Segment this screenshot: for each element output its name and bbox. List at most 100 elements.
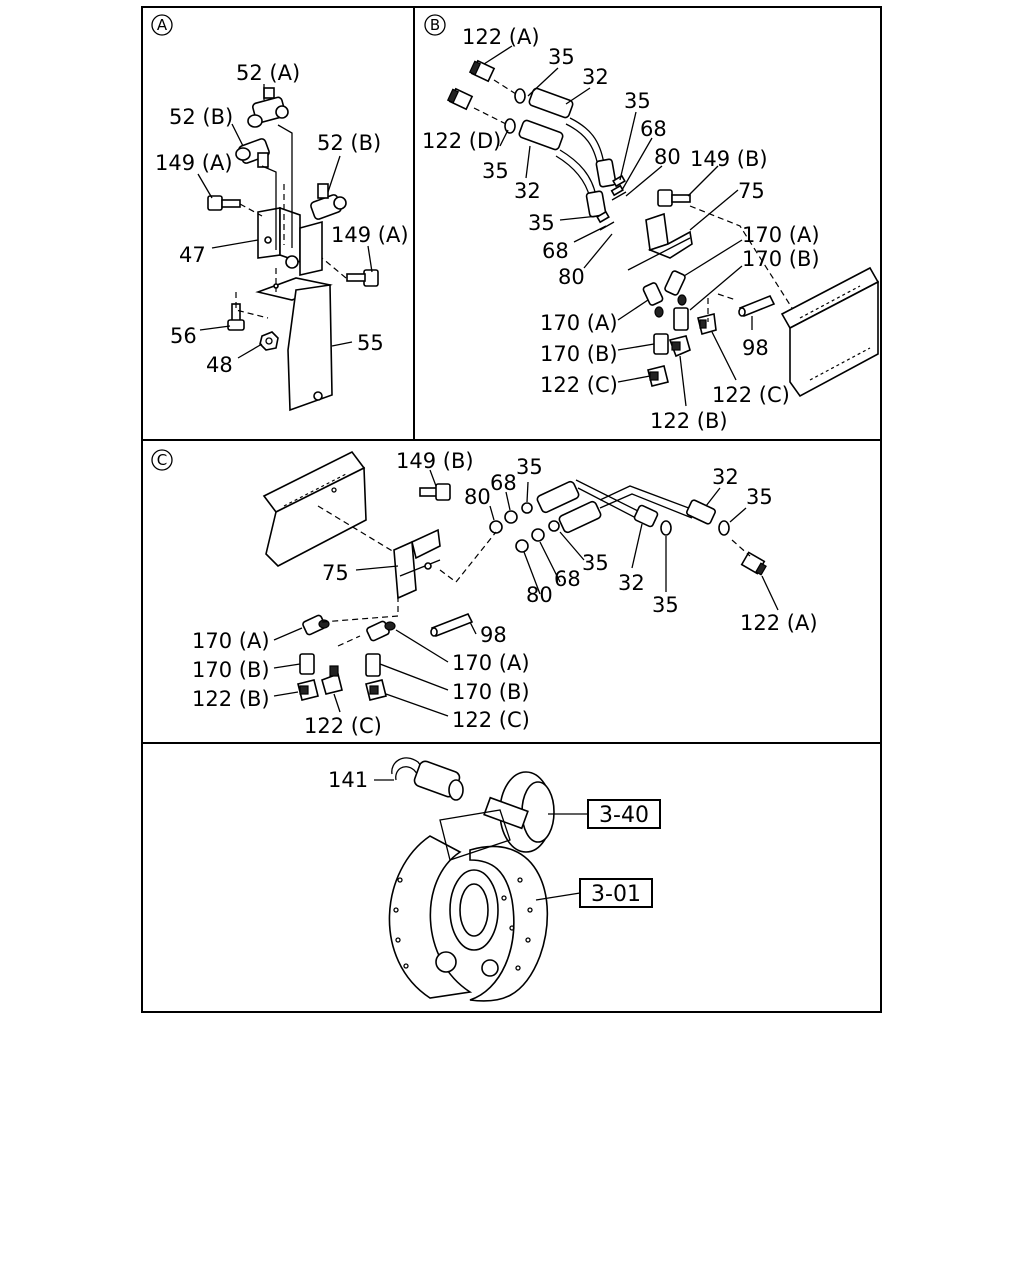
- bolt-149b-c: [419, 483, 451, 501]
- label-80-mid-c: 80: [526, 583, 553, 607]
- tee-fitting-52a: [247, 87, 289, 128]
- label-32-right-c: 32: [712, 465, 739, 489]
- label-68-top-c: 68: [490, 471, 517, 495]
- reference-box-301: 3-01: [579, 878, 653, 908]
- label-122c-right-b: 122 (C): [712, 383, 790, 407]
- brake-shoe-assembly-301: [388, 809, 549, 1002]
- pin-98-c: [430, 612, 474, 638]
- elbow-170a-left-b: [642, 282, 664, 318]
- reference-340-text: 3-40: [599, 803, 649, 828]
- section-d-drawing: 3-40 3-01: [374, 757, 661, 1002]
- label-56: 56: [170, 324, 197, 348]
- bracket-75-c: [393, 528, 441, 600]
- label-35-top-b: 35: [548, 45, 575, 69]
- label-149b-b: 149 (B): [690, 147, 768, 171]
- bracket-55: [255, 277, 333, 412]
- label-122c-left-c: 122 (C): [304, 714, 382, 738]
- brake-chamber-340: [483, 771, 555, 853]
- label-52b-left: 52 (B): [169, 105, 233, 129]
- label-122c-left-b: 122 (C): [540, 373, 618, 397]
- diagram-frame: [141, 6, 882, 1013]
- label-35-mid-c: 35: [582, 551, 609, 575]
- washer-80-top: [489, 520, 503, 534]
- label-122c-right-c: 122 (C): [452, 708, 530, 732]
- nut-48: [259, 331, 279, 351]
- section-c-letter: C: [157, 451, 167, 469]
- fitting-122c-left-b: [647, 365, 669, 387]
- label-35-low-b: 35: [528, 211, 555, 235]
- washer-68-top: [504, 510, 518, 524]
- fitting-122c-right-b: [697, 313, 717, 335]
- label-48: 48: [206, 353, 233, 377]
- label-35-right-b: 35: [624, 89, 651, 113]
- label-149a-right: 149 (A): [331, 223, 409, 247]
- bolt-56: [227, 303, 245, 331]
- fitting-122d: [446, 87, 474, 111]
- label-75-c: 75: [322, 561, 349, 585]
- sleeve-170b-right-b: [673, 307, 689, 331]
- hose-32-upper: [528, 87, 617, 188]
- connector-141: [391, 757, 464, 801]
- label-170a-left-b: 170 (A): [540, 311, 618, 335]
- label-68-right-b: 68: [640, 117, 667, 141]
- section-marker-a: A: [151, 14, 173, 36]
- hose-32-top-c: [536, 479, 659, 528]
- label-80-right-b: 80: [654, 145, 681, 169]
- fitting-122b-b: [668, 335, 691, 358]
- washer-80-mid: [515, 539, 529, 553]
- label-35-mid-b: 35: [482, 159, 509, 183]
- section-marker-c: C: [151, 449, 173, 471]
- elbow-fitting-52b-right: [310, 183, 347, 220]
- section-a-drawing: [197, 84, 379, 412]
- bracket-47: [257, 206, 323, 277]
- reference-301-text: 3-01: [591, 882, 641, 907]
- washer-35-low-c: [660, 520, 672, 536]
- section-b-drawing: [446, 45, 880, 407]
- washer-35-top-c: [521, 502, 533, 514]
- fitting-122c-left-c: [321, 665, 343, 695]
- label-80-top-c: 80: [464, 485, 491, 509]
- label-98-c: 98: [480, 623, 507, 647]
- label-170b-right-b: 170 (B): [742, 247, 820, 271]
- washer-35-right-c: [718, 520, 730, 536]
- elbow-170a-left-c: [302, 614, 330, 636]
- sleeve-170b-left-b: [653, 333, 669, 355]
- label-122d: 122 (D): [422, 129, 501, 153]
- label-170a-right-c: 170 (A): [452, 651, 530, 675]
- elbow-170a-right-b: [664, 270, 687, 306]
- frame-rail-b: [780, 266, 880, 398]
- elbow-fitting-52b-left: [235, 138, 270, 168]
- bracket-75-b: [627, 212, 693, 271]
- elbow-170a-right-c: [366, 620, 396, 642]
- label-35-right-c: 35: [746, 485, 773, 509]
- callout-labels: 52 (A) 52 (B) 52 (B) 149 (A) 149 (A) 47 …: [155, 25, 820, 792]
- label-47: 47: [179, 243, 206, 267]
- label-122b-c: 122 (B): [192, 687, 270, 711]
- section-b-letter: B: [430, 16, 440, 34]
- label-170b-left-c: 170 (B): [192, 658, 270, 682]
- label-52a: 52 (A): [236, 61, 300, 85]
- label-170a-left-c: 170 (A): [192, 629, 270, 653]
- label-122a-b: 122 (A): [462, 25, 540, 49]
- label-35-top-c: 35: [516, 455, 543, 479]
- fitting-122c-right-c: [365, 679, 387, 701]
- section-a-letter: A: [157, 16, 168, 34]
- pin-98-b: [738, 294, 776, 318]
- washer-68-mid: [531, 528, 545, 542]
- label-141: 141: [328, 768, 368, 792]
- label-98-b: 98: [742, 336, 769, 360]
- washer-35-mid: [504, 118, 516, 134]
- reference-box-340: 3-40: [587, 799, 661, 829]
- label-52b-right: 52 (B): [317, 131, 381, 155]
- bolt-149b-b: [657, 189, 691, 207]
- label-32-top-b: 32: [582, 65, 609, 89]
- label-68-mid-c: 68: [554, 567, 581, 591]
- label-170b-right-c: 170 (B): [452, 680, 530, 704]
- frame-rail-c: [262, 450, 367, 567]
- label-149b-c: 149 (B): [396, 449, 474, 473]
- section-c-drawing: [262, 450, 779, 717]
- washer-35-mid-c: [548, 520, 560, 532]
- label-149a-left: 149 (A): [155, 151, 233, 175]
- label-170a-right-b: 170 (A): [742, 223, 820, 247]
- bolt-149a-right: [346, 269, 379, 287]
